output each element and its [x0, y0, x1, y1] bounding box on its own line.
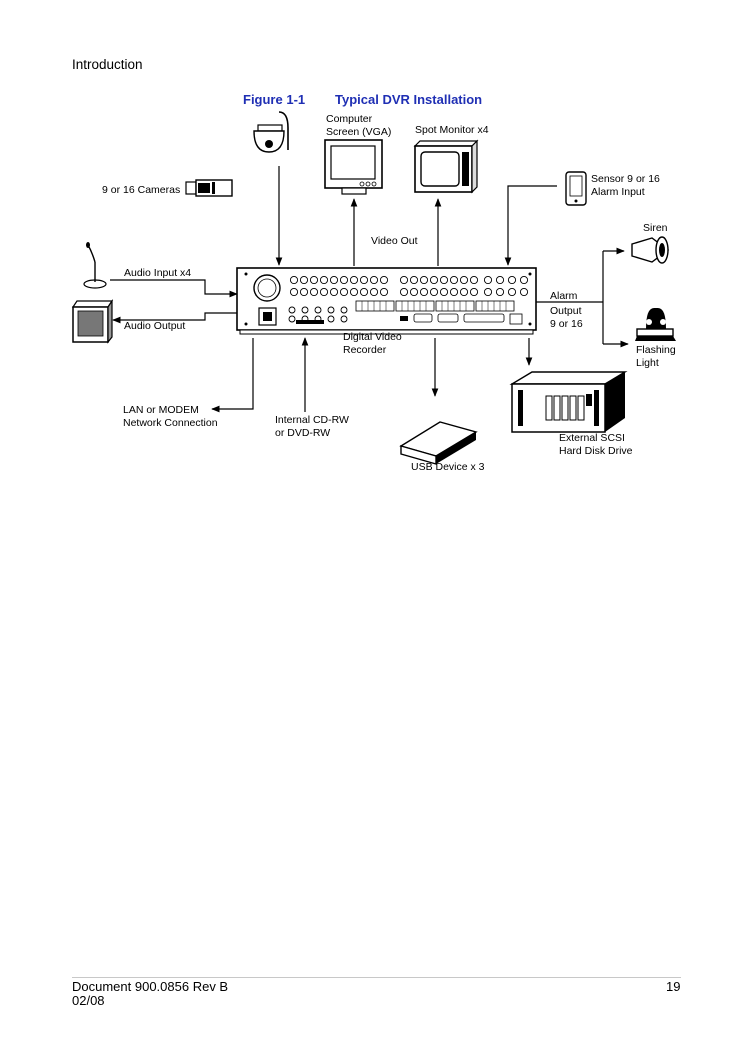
sensor-line — [504, 185, 557, 266]
flashing-light-icon — [635, 308, 676, 341]
label-cdrw: Internal CD-RW or DVD-RW — [275, 414, 349, 439]
label-audio-output: Audio Output — [124, 320, 186, 332]
connection-lines — [110, 166, 629, 413]
label-video-out: Video Out — [371, 235, 418, 247]
label-spot-monitor: Spot Monitor x4 — [415, 124, 489, 136]
lan-line — [211, 338, 254, 413]
label-sensor: Sensor 9 or 16 Alarm Input — [591, 173, 660, 198]
label-flashing-light: Flashing Light — [636, 344, 676, 369]
label-lan: LAN or MODEM Network Connection — [123, 404, 218, 429]
audio-in-line — [110, 279, 238, 298]
usb-device-icon — [399, 421, 478, 465]
page-number: 19 — [666, 979, 681, 994]
label-output: Output 9 or 16 — [550, 305, 583, 330]
spot-monitor-icon — [413, 139, 479, 194]
footer-rule — [72, 977, 681, 978]
label-alarm: Alarm — [550, 290, 578, 302]
siren-icon — [631, 236, 670, 264]
scsi-drive-icon — [509, 371, 628, 433]
sensor-icon — [565, 171, 587, 206]
label-computer-screen: Computer Screen (VGA) — [326, 113, 392, 138]
footer-document: Document 900.0856 Rev B — [72, 979, 229, 994]
dvr-unit — [236, 267, 537, 335]
label-usb: USB Device x 3 — [411, 461, 485, 473]
label-scsi: External SCSI Hard Disk Drive — [559, 432, 633, 457]
label-audio-input: Audio Input x4 — [124, 267, 192, 279]
figure-number: Figure 1-1 — [243, 92, 306, 107]
label-cameras: 9 or 16 Cameras — [102, 184, 181, 196]
audio-out-line — [112, 312, 237, 324]
dome-camera-icon — [253, 111, 289, 153]
computer-monitor-icon — [324, 139, 383, 195]
label-dvr: Digital Video Recorder — [343, 331, 402, 356]
microphone-icon — [83, 242, 107, 289]
footer-date: 02/08 — [72, 993, 105, 1008]
section-header: Introduction — [72, 57, 143, 72]
label-siren: Siren — [643, 222, 668, 234]
figure-title: Typical DVR Installation — [335, 92, 483, 107]
speaker-icon — [71, 299, 114, 344]
box-camera-icon — [185, 179, 233, 197]
